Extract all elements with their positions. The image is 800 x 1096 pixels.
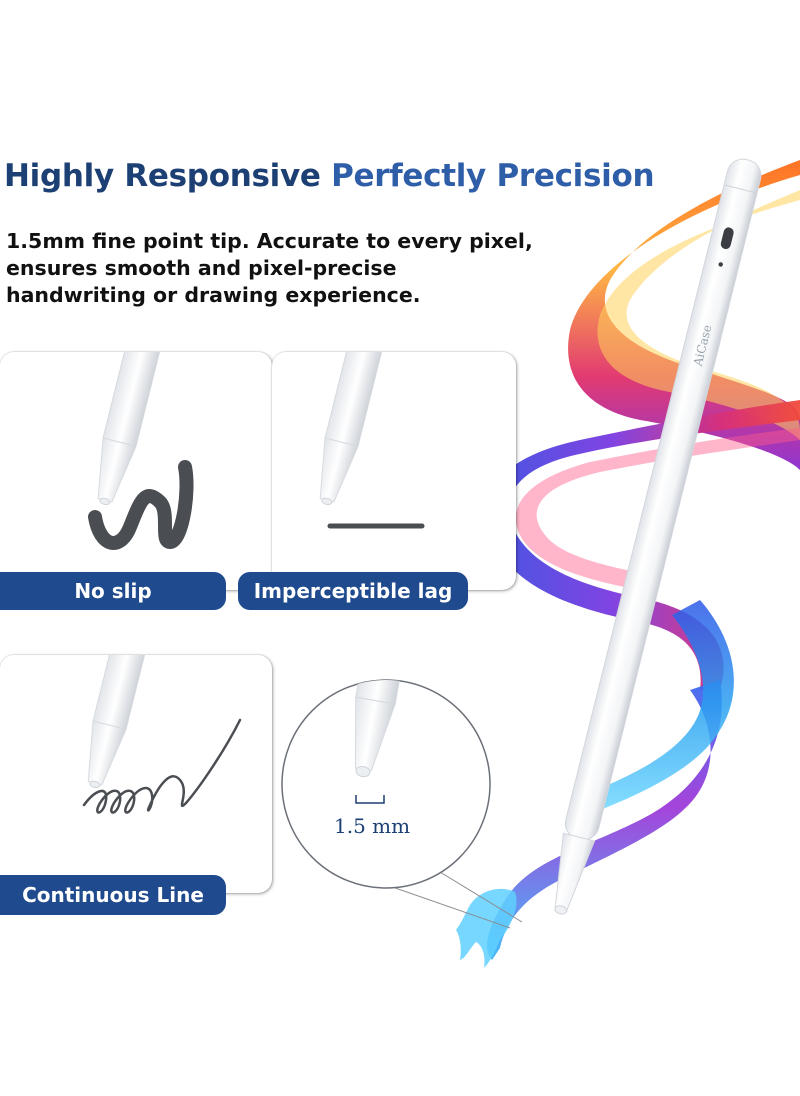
headline-part1: Highly Responsive <box>4 158 321 194</box>
feature-panel-imperceptible-lag <box>272 352 516 590</box>
subtitle-line2: ensures smooth and pixel-precise <box>6 256 397 280</box>
feature-panel-no-slip <box>0 352 272 590</box>
no-slip-illustration <box>88 352 194 550</box>
imperceptible-lag-illustration <box>319 352 425 529</box>
label-continuous-line: Continuous Line <box>0 875 226 915</box>
headline: Highly Responsive Perfectly Precision <box>4 158 655 194</box>
subtitle-line1: 1.5mm fine point tip. Accurate to every … <box>6 229 533 253</box>
tip-size-measure: 1.5 mm <box>334 814 410 838</box>
feature-panel-continuous-line <box>0 655 272 893</box>
stylus-pen: AiCase <box>554 158 762 915</box>
headline-part2: Perfectly Precision <box>331 158 655 194</box>
continuous-line-illustration <box>82 655 242 814</box>
subtitle: 1.5mm fine point tip. Accurate to every … <box>6 228 533 309</box>
label-imperceptible-lag: Imperceptible lag <box>238 572 468 610</box>
subtitle-line3: handwriting or drawing experience. <box>6 283 421 307</box>
label-no-slip: No slip <box>0 572 226 610</box>
